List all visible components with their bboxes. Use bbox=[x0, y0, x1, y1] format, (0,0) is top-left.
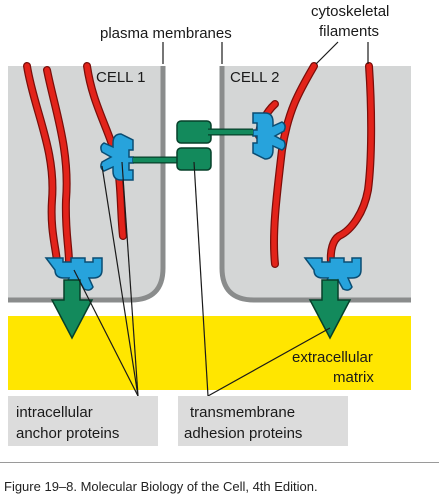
filament-icon bbox=[24, 63, 60, 265]
anchor-protein-icon bbox=[100, 133, 134, 181]
intracellular-label-line1: intracellular bbox=[16, 404, 93, 421]
transmembrane-label-line1: transmembrane bbox=[190, 404, 295, 421]
cell-1-body bbox=[8, 66, 163, 300]
cell-1-label: CELL 1 bbox=[96, 69, 145, 86]
anchor-protein-icon bbox=[303, 257, 362, 291]
intracellular-label-box bbox=[8, 396, 158, 446]
cell-junction-diagram: plasma membranes cytoskeletal filaments … bbox=[8, 3, 411, 446]
filament-icon bbox=[328, 63, 374, 265]
adhesion-protein-icon bbox=[50, 279, 94, 340]
transmembrane-label-box bbox=[178, 396, 348, 446]
extracellular-label-line1: extracellular bbox=[292, 349, 373, 366]
cytoskeletal-label-line2: filaments bbox=[319, 23, 379, 40]
transmembrane-label-line2: adhesion proteins bbox=[184, 425, 302, 442]
anchor-protein-icon bbox=[44, 257, 103, 291]
adhesion-protein-icon bbox=[176, 120, 253, 144]
extracellular-label-line2: matrix bbox=[333, 369, 374, 386]
filament-icon bbox=[44, 67, 72, 265]
anchor-protein-icon bbox=[252, 112, 286, 160]
cell-2-label: CELL 2 bbox=[230, 69, 279, 86]
cell-2-membrane bbox=[219, 66, 411, 303]
cytoskeletal-label-line1: cytoskeletal bbox=[311, 3, 389, 20]
label-pointer-lines bbox=[73, 41, 369, 397]
plasma-membranes-label: plasma membranes bbox=[100, 25, 232, 42]
intracellular-label-line2: anchor proteins bbox=[16, 425, 119, 442]
adhesion-protein-icon bbox=[308, 279, 352, 340]
caption-divider bbox=[0, 462, 439, 463]
figure-caption: Figure 19–8. Molecular Biology of the Ce… bbox=[4, 479, 318, 494]
